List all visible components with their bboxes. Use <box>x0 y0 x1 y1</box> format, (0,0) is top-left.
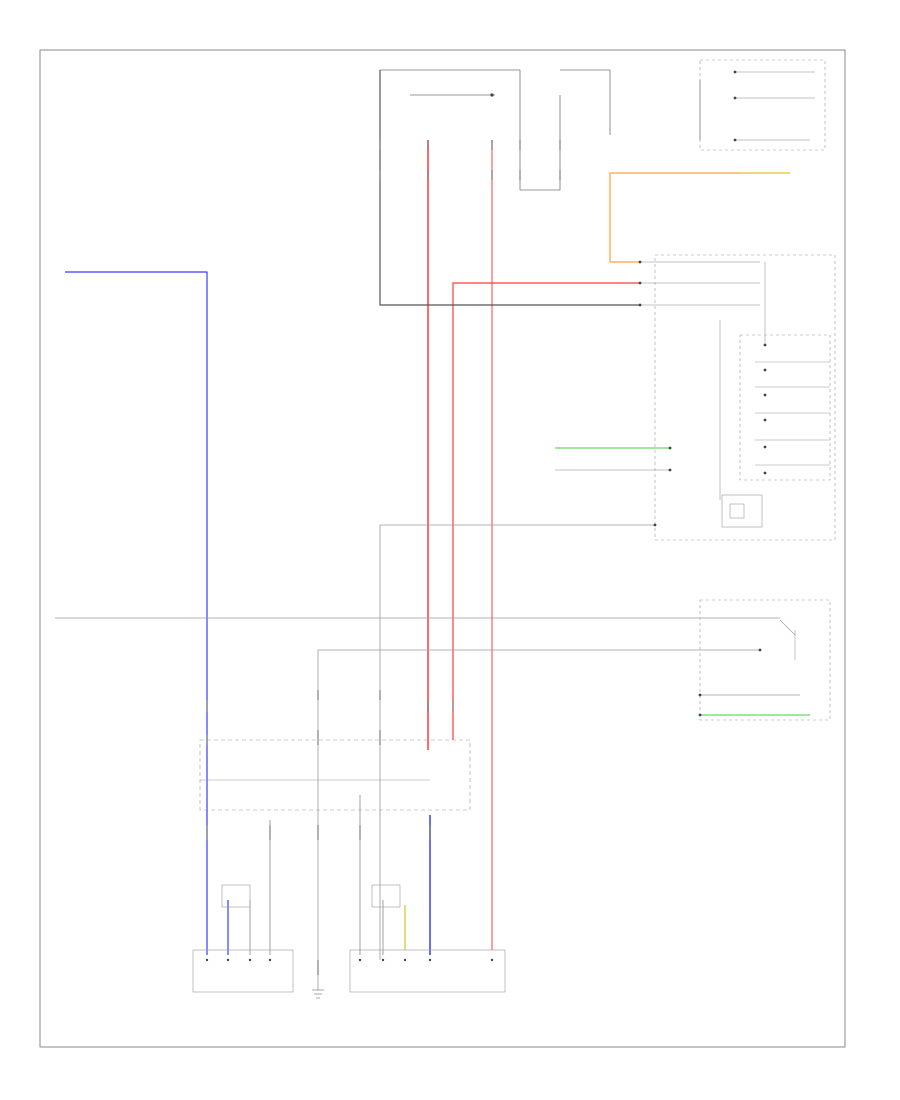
dot <box>358 958 362 962</box>
dot <box>268 958 272 962</box>
dot <box>205 958 209 962</box>
connector-marks <box>206 140 561 975</box>
dot <box>638 281 642 285</box>
combination-switch-left <box>192 949 294 993</box>
dot <box>381 958 385 962</box>
components <box>192 59 836 999</box>
dot <box>763 445 767 449</box>
meter-inner-box <box>739 334 831 481</box>
dot <box>490 958 494 962</box>
diagram-frame <box>39 49 846 1048</box>
dot <box>428 958 432 962</box>
dot <box>668 468 672 472</box>
dot <box>653 523 657 527</box>
black-wire-top <box>379 70 640 306</box>
junction-dots <box>205 70 767 962</box>
dot <box>490 93 494 97</box>
combination-switch-right <box>699 599 831 721</box>
gray-wire-lower2 <box>317 649 760 990</box>
dot <box>733 70 737 74</box>
meter-chip <box>721 494 763 528</box>
dot <box>763 393 767 397</box>
red-wire-3 <box>452 282 640 740</box>
spiral-cable-left <box>221 884 251 908</box>
black-wire-a <box>380 69 521 190</box>
dot <box>698 693 702 697</box>
orange-wire <box>609 172 740 262</box>
spiral-cable-right <box>371 884 401 908</box>
ground-symbol <box>312 989 324 999</box>
gray-wire-mid <box>379 524 655 960</box>
dot <box>758 648 762 652</box>
dot <box>763 343 767 347</box>
combination-meter-assembly <box>654 254 836 541</box>
dot <box>638 303 642 307</box>
black-wire-d <box>520 95 561 191</box>
black-wire-c <box>560 69 611 135</box>
dot <box>763 471 767 475</box>
wires <box>55 69 815 990</box>
steering-sensor <box>349 949 506 993</box>
dot <box>403 958 407 962</box>
blue-wire-left <box>65 271 208 955</box>
dot <box>763 368 767 372</box>
relay-box <box>699 59 826 151</box>
dot <box>248 958 252 962</box>
dot <box>733 138 737 142</box>
dot <box>226 958 230 962</box>
dot <box>668 446 672 450</box>
switch-contact <box>779 619 796 660</box>
dot <box>638 260 642 264</box>
dot <box>733 96 737 100</box>
junction-block <box>199 739 471 811</box>
meter-chip-inner <box>729 503 745 519</box>
dot <box>763 418 767 422</box>
dot <box>698 713 702 717</box>
